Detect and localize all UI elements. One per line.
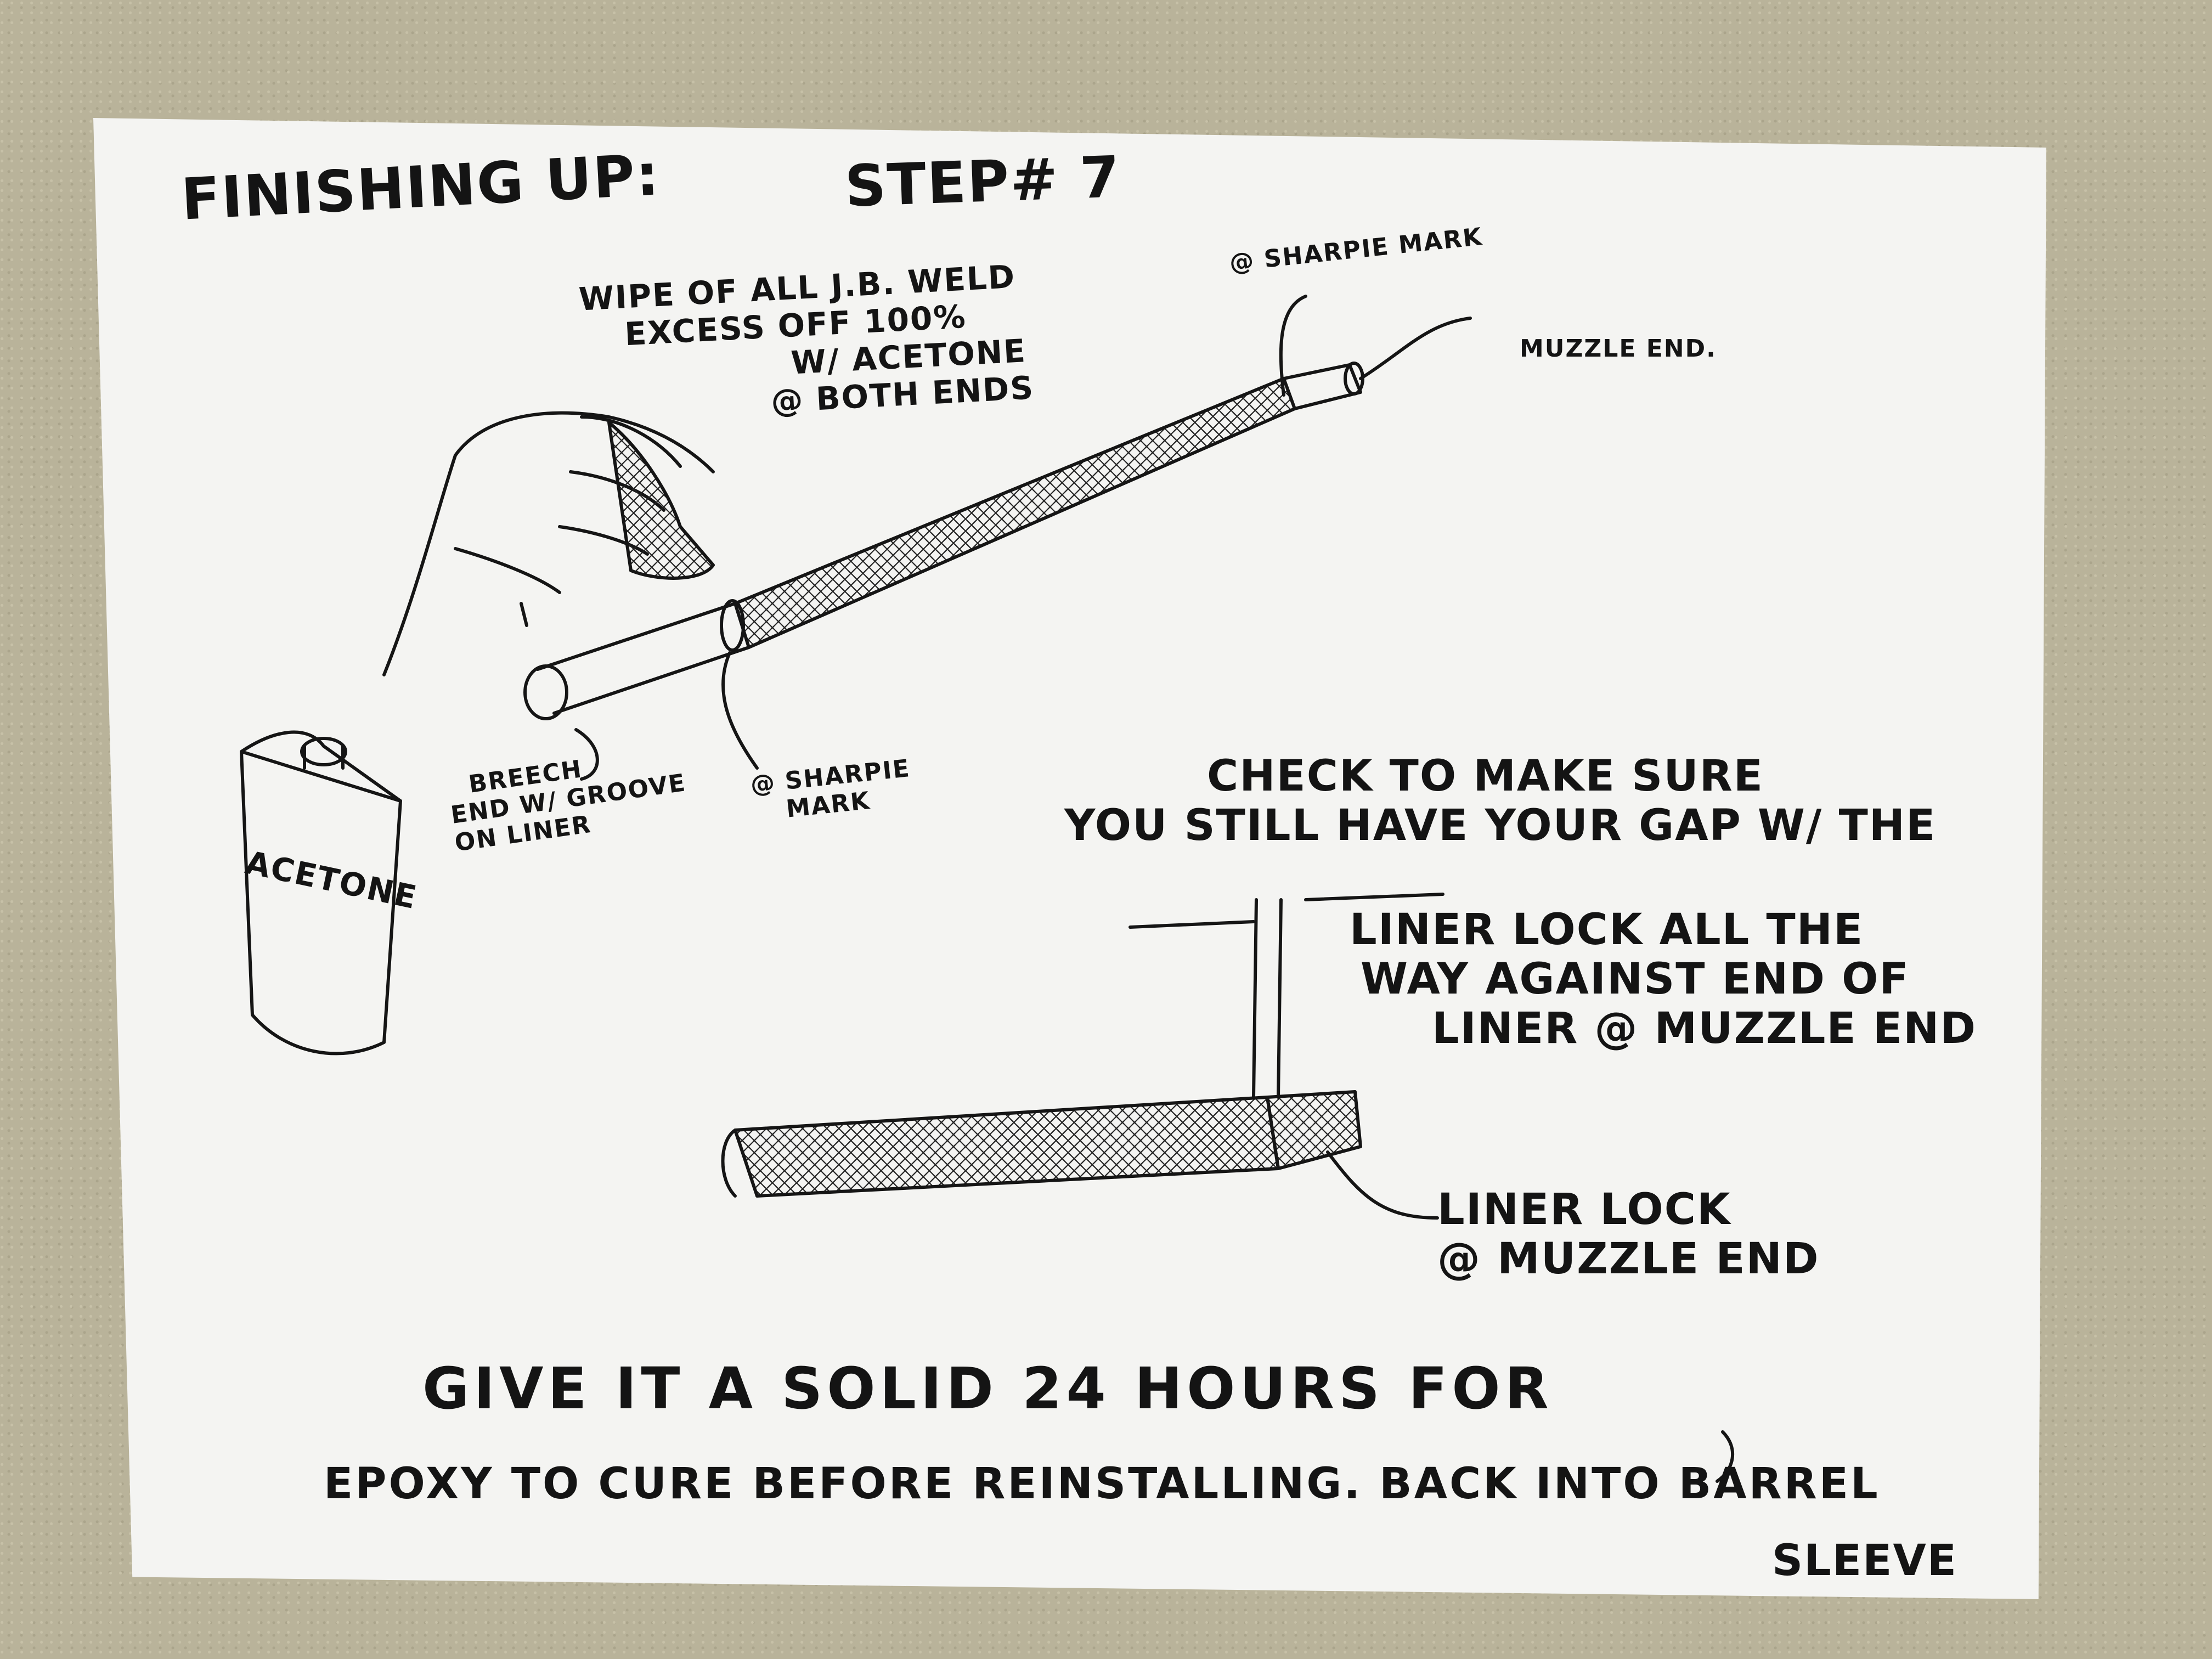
liner-tube-bottom [721,1090,1362,1198]
liner-tube-top [523,362,1364,720]
paper-sheet [93,118,2046,1599]
hand-drawing [382,411,715,676]
liner-lock-line-1: LINER LOCK [1437,1185,1731,1234]
liner-note-line-1: LINER LOCK ALL THE [1350,905,1864,955]
check-note-line-2: YOU STILL HAVE YOUR GAP w/ THE [1064,801,1937,850]
cure-note-line-2: EPOXY TO CURE BEFORE REINSTALLING. BACK … [324,1459,1880,1509]
liner-note-line-2: WAY AGAINST END OF [1361,955,1910,1004]
leader-sleeve [1716,1430,1734,1483]
leader-muzzle [1359,317,1472,380]
liner-note: LINER LOCK ALL THE WAY AGAINST END OF LI… [1350,905,1977,1053]
liner-note-line-3: LINER @ MUZZLE END [1432,1004,1977,1053]
leader-sharpie-top [1279,295,1307,397]
check-note: CHECK TO MAKE SURE YOU STILL HAVE YOUR G… [1064,752,1936,850]
step-number: STEP# 7 [844,143,1122,220]
muzzle-end-label: MUZZLE END. [1520,335,1717,363]
leader-liner-lock [1326,1150,1439,1220]
acetone-can-drawing [240,730,402,1056]
leader-breech [574,728,599,781]
liner-lock-label: LINER LOCK @ MUZZLE END [1437,1185,1820,1284]
check-note-line-1: CHECK TO MAKE SURE [1207,752,1764,801]
cure-note-line-3: SLEEVE [1772,1536,1958,1585]
wipe-note: WIPE OF ALL J.B. WELD EXCESS OFF 100% w/… [578,257,1035,430]
cure-note-line-1: GIVE IT A SOLID 24 HOURS FOR [422,1355,1553,1422]
liner-lock-line-2: @ MUZZLE END [1437,1234,1820,1284]
leader-sharpie-bottom [721,651,759,770]
gap-indicator [1128,893,1444,1099]
